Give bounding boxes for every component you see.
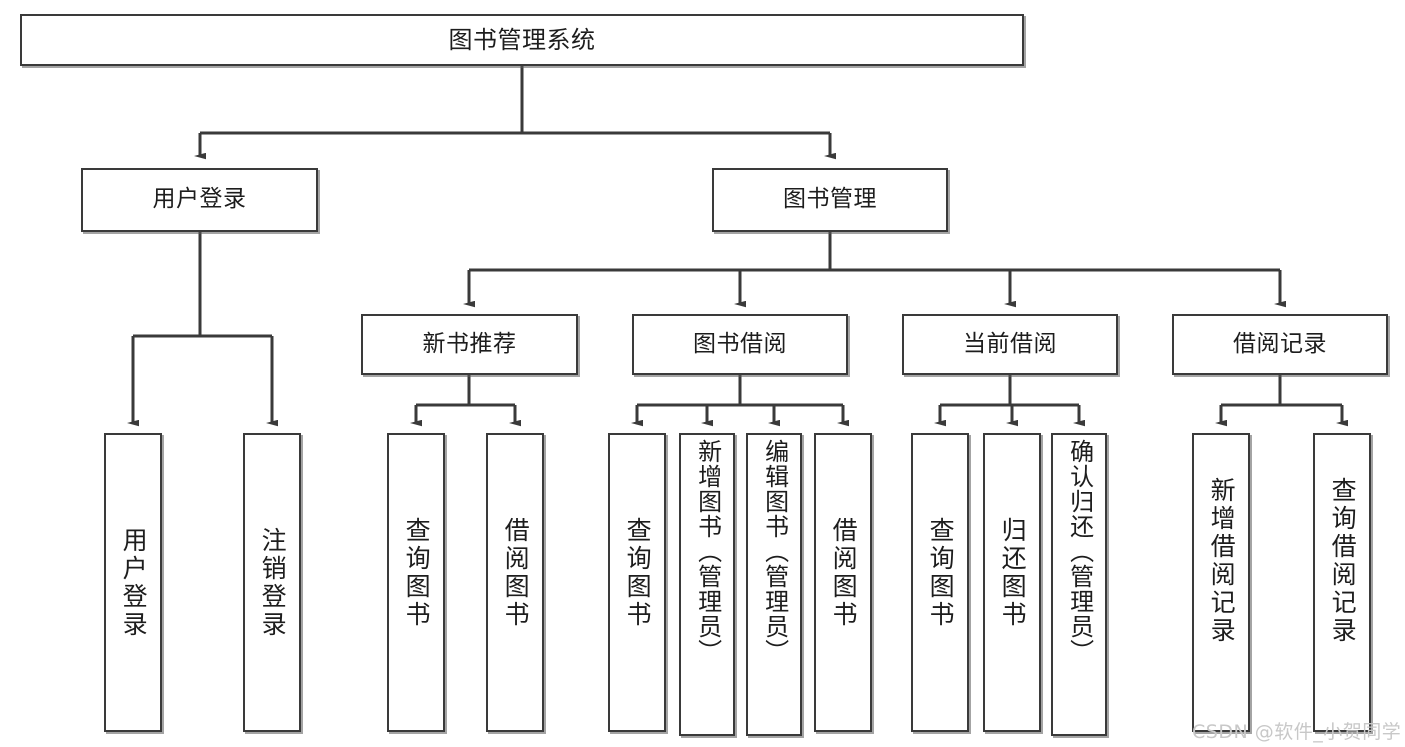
leaf-query-book-1-label: 查询图书	[402, 517, 432, 629]
csdn-watermark: CSDN @软件_小贺同学	[1192, 721, 1402, 743]
node-book-manage-label: 图书管理	[783, 186, 877, 213]
node-user-login[interactable]: 用户登录	[81, 168, 318, 232]
leaf-borrow-book-1[interactable]: 借阅图书	[486, 433, 544, 732]
node-new-book-rec[interactable]: 新书推荐	[361, 314, 578, 375]
leaf-borrow-book-2[interactable]: 借阅图书	[814, 433, 872, 732]
node-borrow-record[interactable]: 借阅记录	[1172, 314, 1388, 375]
leaf-edit-book-label: 编辑图书（管理员）	[760, 439, 789, 664]
leaf-query-record-label: 查询借阅记录	[1328, 477, 1358, 645]
node-new-book-rec-label: 新书推荐	[422, 330, 517, 357]
leaf-edit-book[interactable]: 编辑图书（管理员）	[746, 433, 802, 736]
node-root-label: 图书管理系统	[448, 25, 596, 54]
leaf-user-login[interactable]: 用户登录	[104, 433, 162, 732]
leaf-query-book-2[interactable]: 查询图书	[608, 433, 666, 732]
leaf-query-book-2-label: 查询图书	[623, 517, 653, 629]
leaf-query-book-3[interactable]: 查询图书	[911, 433, 969, 732]
leaf-return-book-label: 归还图书	[998, 517, 1028, 629]
leaf-add-record-label: 新增借阅记录	[1207, 477, 1237, 645]
leaf-query-book-1[interactable]: 查询图书	[387, 433, 445, 732]
leaf-add-record[interactable]: 新增借阅记录	[1192, 433, 1250, 732]
node-book-borrow-label: 图书借阅	[693, 330, 787, 357]
leaf-borrow-book-1-label: 借阅图书	[501, 517, 531, 629]
leaf-user-logout[interactable]: 注销登录	[243, 433, 301, 732]
leaf-user-logout-label: 注销登录	[258, 527, 288, 639]
leaf-confirm-return[interactable]: 确认归还（管理员）	[1051, 433, 1107, 736]
node-book-manage[interactable]: 图书管理	[712, 168, 948, 232]
leaf-borrow-book-2-label: 借阅图书	[829, 517, 859, 629]
node-book-borrow[interactable]: 图书借阅	[632, 314, 848, 375]
leaf-return-book[interactable]: 归还图书	[983, 433, 1041, 732]
node-borrow-record-label: 借阅记录	[1233, 330, 1327, 357]
leaf-query-record[interactable]: 查询借阅记录	[1313, 433, 1371, 732]
node-root[interactable]: 图书管理系统	[20, 14, 1024, 66]
leaf-user-login-label: 用户登录	[119, 527, 149, 639]
connector-lines	[127, 66, 1348, 427]
node-current-borrow[interactable]: 当前借阅	[902, 314, 1118, 375]
leaf-add-book[interactable]: 新增图书（管理员）	[679, 433, 735, 736]
leaf-query-book-3-label: 查询图书	[926, 517, 956, 629]
node-user-login-label: 用户登录	[152, 186, 247, 213]
leaf-confirm-return-label: 确认归还（管理员）	[1065, 439, 1094, 664]
node-current-borrow-label: 当前借阅	[963, 330, 1057, 357]
leaf-add-book-label: 新增图书（管理员）	[693, 439, 722, 664]
